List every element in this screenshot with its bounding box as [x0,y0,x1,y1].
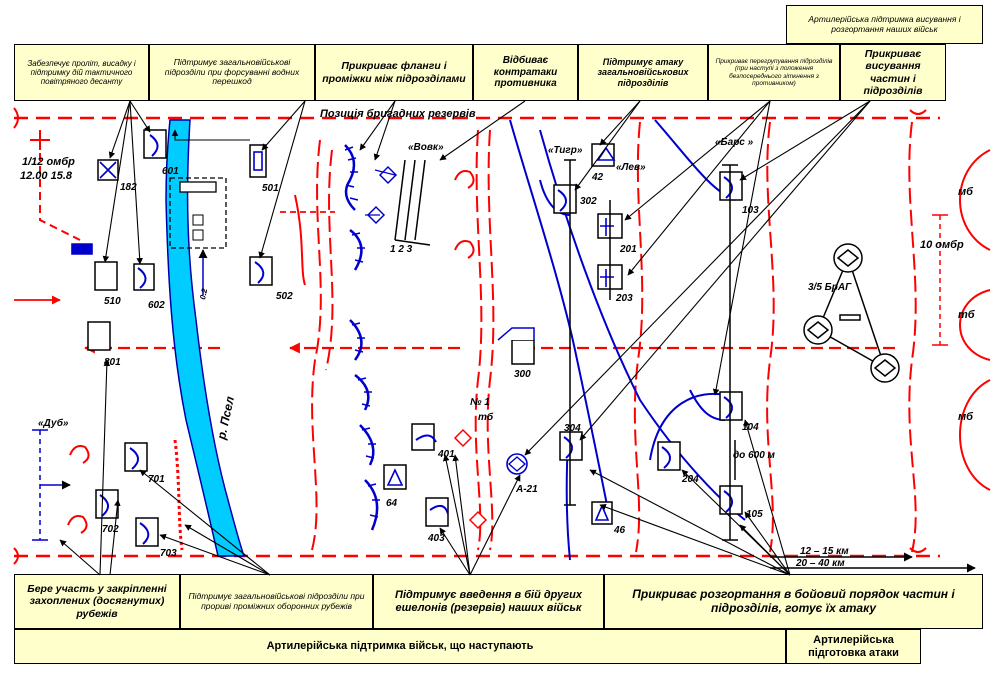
svg-text:3/5 БрАГ: 3/5 БрАГ [808,282,852,293]
zone-boundaries [14,116,940,558]
task-box-flanks: Прикриває фланги і проміжки між підрозді… [315,44,473,101]
svg-text:64: 64 [386,498,398,509]
connector-arrows [59,100,871,576]
svg-text:701: 701 [148,474,165,485]
svg-text:801: 801 [104,357,121,368]
unit-510-symbol [94,261,118,291]
top-right-title-box: Артилерійська підтримка висування і розг… [786,5,983,44]
svg-text:46: 46 [613,525,626,536]
svg-text:510: 510 [104,296,121,307]
svg-text:103: 103 [742,205,759,216]
svg-text:до 600 м: до 600 м [733,450,776,461]
svg-text:«Лев»: «Лев» [616,162,646,173]
svg-text:201: 201 [619,244,637,255]
svg-text:300: 300 [514,369,531,380]
task-box-support-attack: Підтримує атаку загальновійськових підро… [578,44,708,101]
svg-text:601: 601 [162,166,179,177]
svg-text:203: 203 [615,293,633,304]
phase-lines [311,121,917,553]
unit-501-symbol [249,144,267,178]
footer-bar-attack-prep: Артилерійська підготовка атаки [786,629,921,664]
unit-701-symbol [124,442,148,472]
task-box-water-crossing: Підтримує загальновійськові підрозділи п… [149,44,315,101]
svg-text:304: 304 [564,423,581,434]
omb-time: 12.00 15.8 [20,170,73,182]
svg-text:«Дуб»: «Дуб» [38,417,69,429]
svg-text:401: 401 [437,449,455,460]
footer-bar-offensive-support: Артилерійська підтримка військ, що насту… [14,629,786,664]
task-box-airborne: Забезпечує проліт, висадку і підтримку д… [14,44,149,101]
omb-label: 1/12 омбр [22,156,75,168]
svg-text:602: 602 [148,300,165,311]
obstacle-lines [173,194,306,551]
svg-text:204: 204 [681,474,699,485]
svg-text:мб: мб [958,411,974,423]
svg-text:тб: тб [478,411,494,423]
svg-text:«Тигр»: «Тигр» [548,145,583,156]
unit-601-symbol [143,129,167,159]
unit-403-symbol [425,497,449,527]
footer-task-deployment: Прикриває розгортання в бойовий порядок … [604,574,983,629]
svg-text:№ 1: № 1 [470,397,490,408]
svg-text:702: 702 [102,524,119,535]
svg-text:«Барс »: «Барс » [715,137,754,148]
numbers-123: 1 2 3 [390,244,413,255]
svg-text:20 – 40 км: 20 – 40 км [795,558,845,569]
svg-text:мб: мб [958,186,974,198]
svg-text:302: 302 [580,196,597,207]
task-box-counterattacks: Відбиває контратаки противника [473,44,578,101]
svg-text:105: 105 [746,509,763,520]
svg-text:тб: тб [958,309,976,321]
river-name: р. Псел [214,395,237,442]
svg-text:А-21: А-21 [515,484,538,495]
river [165,119,246,557]
svg-text:10 омбр: 10 омбр [920,239,964,251]
svg-text:«Вовк»: «Вовк» [408,142,444,153]
reserve-title: Позиція бригадних резервів [320,108,476,120]
river-mark: 0.2 [198,287,209,300]
svg-text:703: 703 [160,548,177,559]
svg-text:104: 104 [742,422,759,433]
task-box-regroup: Прикриває перегрупування підрозділів (пр… [708,44,840,101]
brag-formation [803,243,900,383]
unit-300-symbol [511,339,535,365]
unit-boundaries-blue [509,119,746,561]
svg-text:182: 182 [120,182,137,193]
footer-task-second-echelon: Підтримує введення в бій других ешелонів… [373,574,604,629]
unit-801-symbol [87,321,111,351]
footer-task-consolidate: Бере участь у закріпленні захоплених (до… [14,574,180,629]
svg-text:12 – 15 км: 12 – 15 км [800,546,849,557]
footer-task-breakthrough: Підтримує загальновійськові підрозділи п… [180,574,373,629]
unit-602-symbol [133,263,155,291]
svg-text:502: 502 [276,291,293,302]
svg-text:403: 403 [427,533,445,544]
svg-text:42: 42 [591,172,604,183]
task-box-advance: Прикриває висування частин і підрозділів [840,44,946,101]
svg-text:501: 501 [262,183,279,194]
